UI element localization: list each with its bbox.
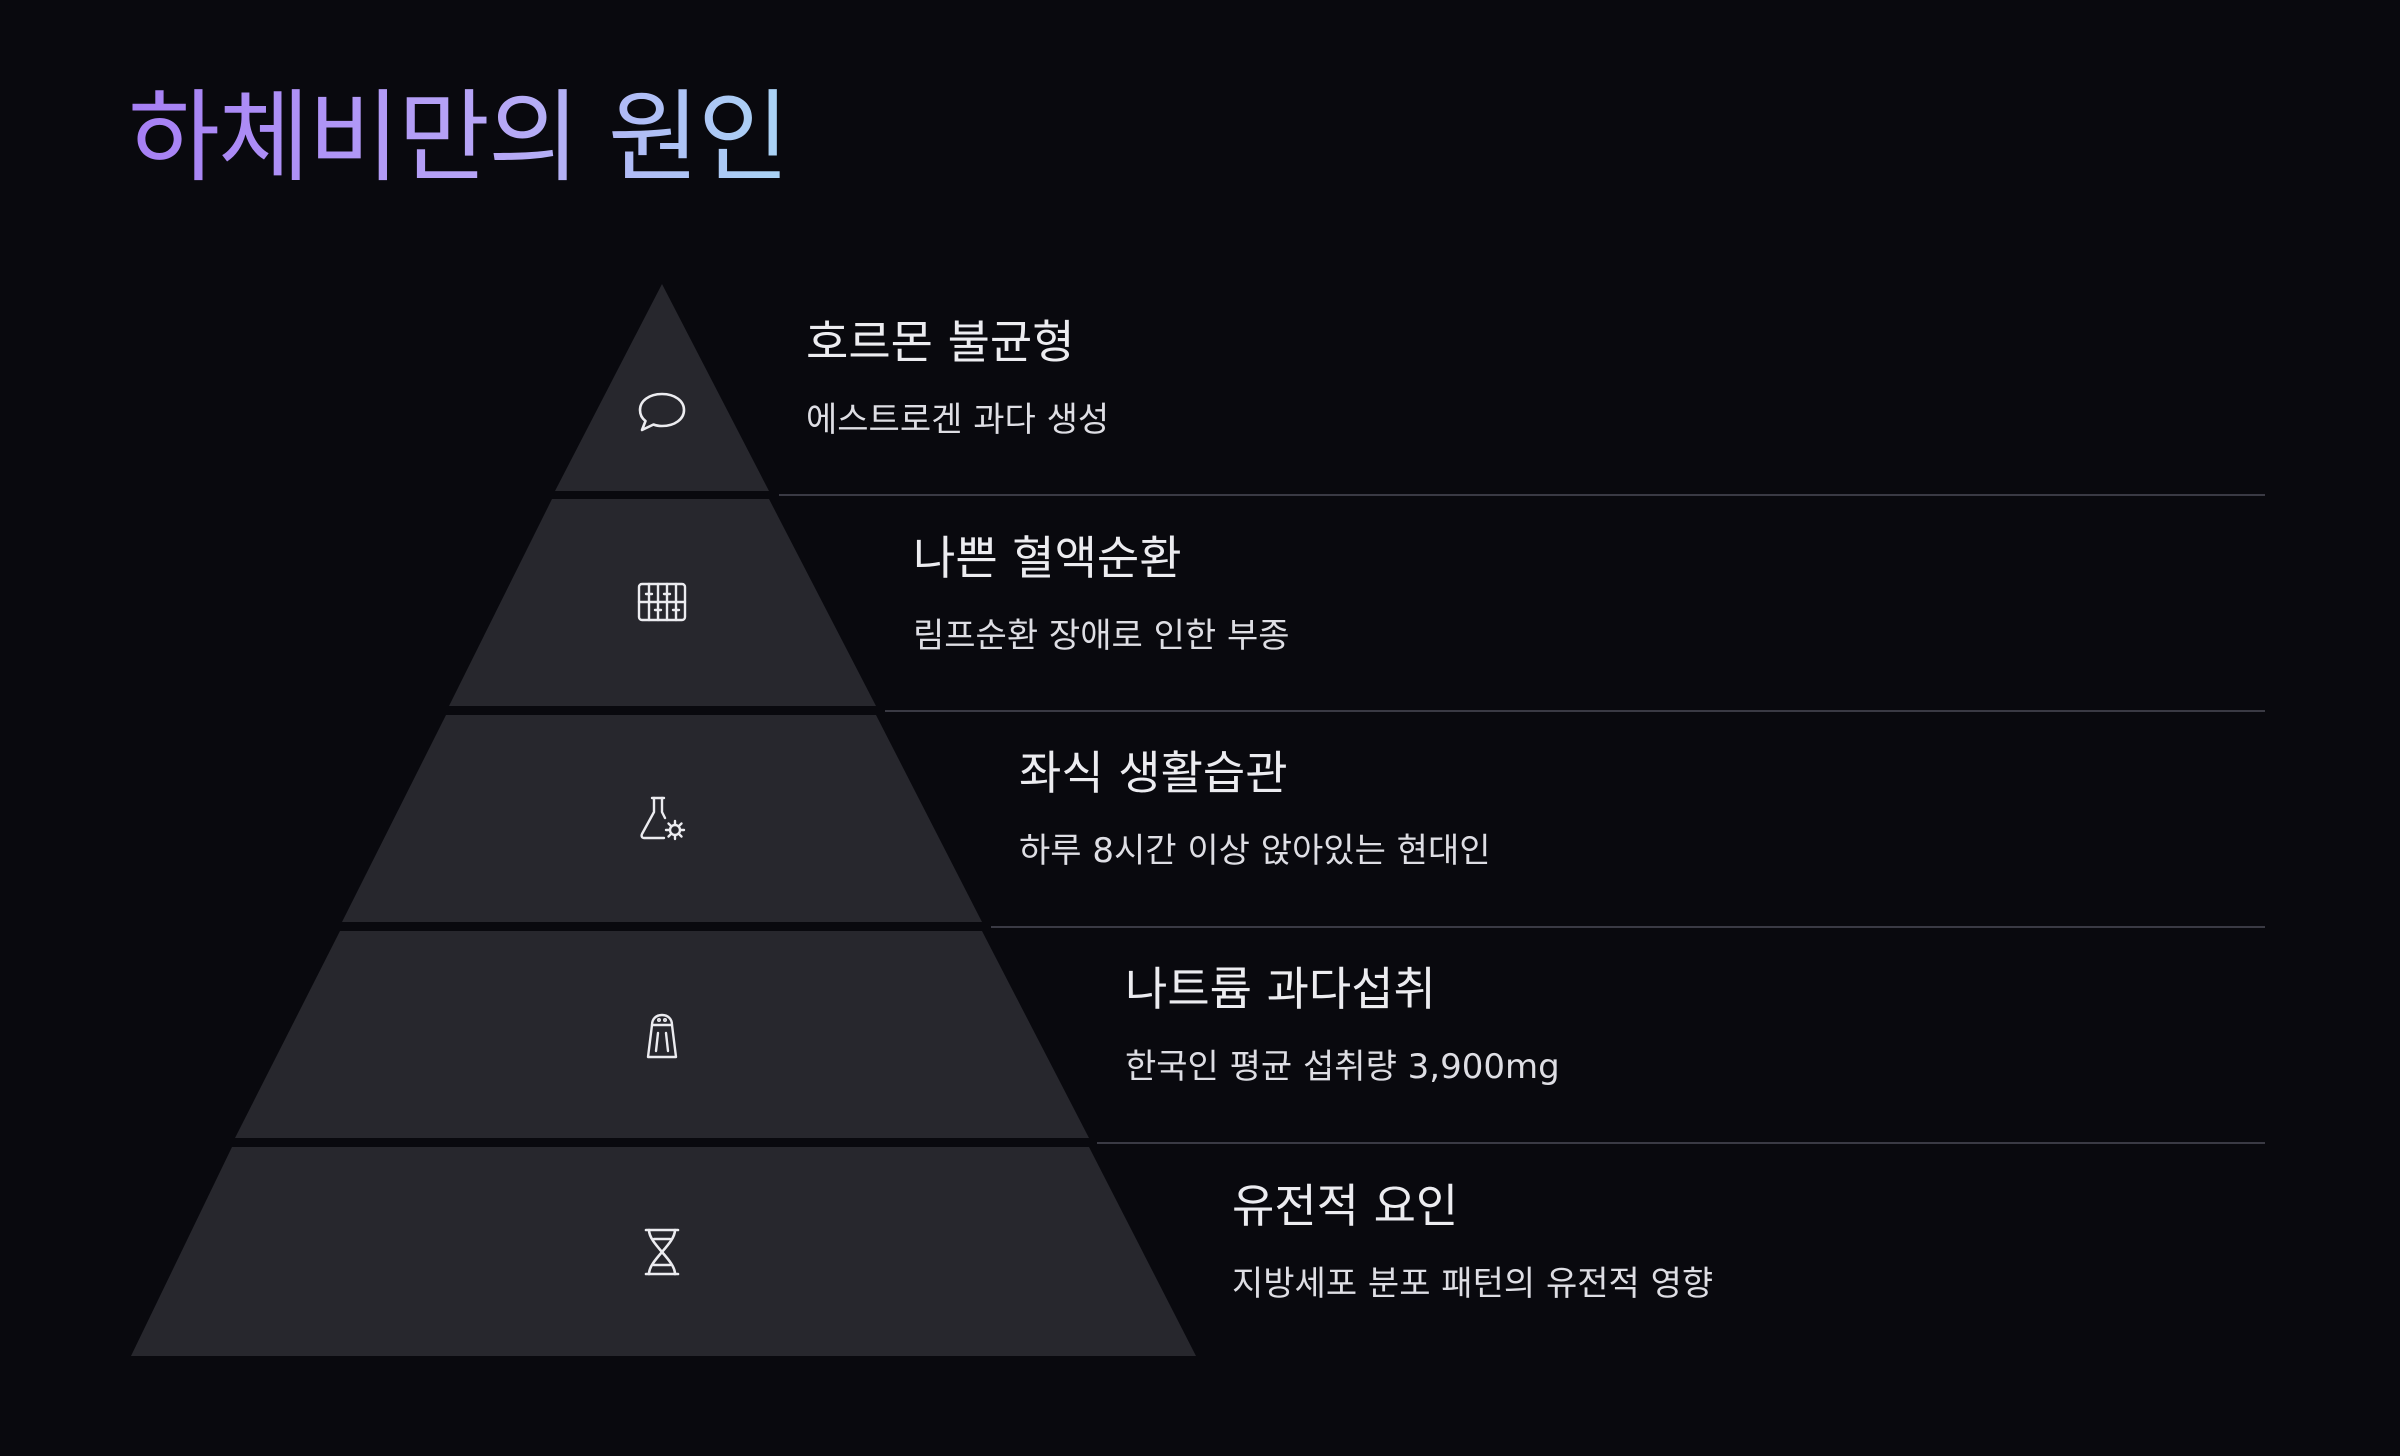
pyramid-tier-3-shape [342,715,982,922]
tier-title: 좌식 생활습관 [1019,746,1288,800]
pyramid-tier-1-shape [555,284,769,491]
abacus-icon [634,574,690,630]
tier-title: 나쁜 혈액순환 [913,531,1182,585]
tier-title: 유전적 요인 [1232,1179,1459,1233]
divider [1097,1142,2265,1144]
dna-icon [634,1224,690,1280]
tier-description: 한국인 평균 섭취량 3,900mg [1125,1047,1560,1087]
tier-title: 호르몬 불균형 [806,315,1075,369]
tier-description: 에스트로겐 과다 생성 [806,400,1110,440]
tier-2: 나쁜 혈액순환 림프순환 장애로 인한 부종 [913,535,1290,653]
page-title: 하체비만의 원인 [128,79,790,196]
flask-gear-icon [634,790,690,846]
speech-bubble-icon [634,385,690,441]
tier-1: 호르몬 불균형 에스트로겐 과다 생성 [806,319,1109,437]
divider [991,926,2265,928]
tier-description: 림프순환 장애로 인한 부종 [913,616,1290,656]
tier-3: 좌식 생활습관 하루 8시간 이상 앉아있는 현대인 [1019,750,1491,868]
tier-title: 나트륨 과다섭취 [1125,962,1436,1016]
tier-description: 지방세포 분포 패턴의 유전적 영향 [1232,1264,1714,1304]
tier-description: 하루 8시간 이상 앉아있는 현대인 [1019,831,1491,871]
salt-shaker-icon [634,1009,690,1065]
tier-4: 나트륨 과다섭취 한국인 평균 섭취량 3,900mg [1125,966,1560,1084]
pyramid-tier-4-shape [235,931,1089,1138]
divider [779,494,2265,496]
tier-5: 유전적 요인 지방세포 분포 패턴의 유전적 영향 [1232,1183,1713,1301]
divider [885,710,2265,712]
